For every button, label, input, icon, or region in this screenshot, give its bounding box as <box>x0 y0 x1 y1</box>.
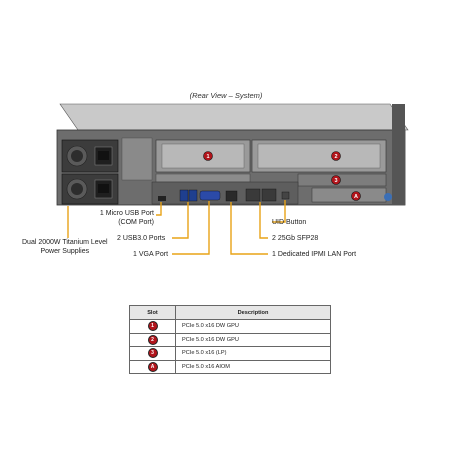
badge-slot-2: 2 <box>331 151 341 161</box>
rear-screw <box>384 193 392 201</box>
slot-column-header: Slot <box>129 305 176 320</box>
vga-port <box>199 190 221 201</box>
callout-line-micro-usb <box>156 202 162 216</box>
badge-slot-a: A <box>351 191 361 201</box>
usb-port-1 <box>179 189 189 202</box>
diagram-caption: (Rear View – System) <box>189 91 263 100</box>
badge-slot-a-label: A <box>354 194 358 200</box>
callout-line-ipmi <box>230 202 268 255</box>
power-supply-2 <box>61 173 119 205</box>
aiom-slot <box>311 187 387 203</box>
usb-port-2 <box>188 189 198 202</box>
callout-sfp: 2 25Gb SFP28 <box>272 235 319 242</box>
slot-description: PCIe 5.0 x16 AIOM <box>175 359 331 374</box>
sfp-port-2 <box>261 188 277 202</box>
power-supply-1 <box>61 139 119 173</box>
slot-badge: 2 <box>147 334 158 345</box>
callout-psu-line1: Dual 2000W Titanium Level <box>22 239 108 246</box>
table-row: 3 PCIe 5.0 x16 (LP) <box>129 346 331 361</box>
callout-micro-usb-line2: (COM Port) <box>118 219 154 226</box>
slot-table-header: Slot Description <box>129 305 331 320</box>
ipmi-lan-port <box>225 190 238 202</box>
chassis-right-edge <box>392 104 405 205</box>
table-row: A PCIe 5.0 x16 AIOM <box>129 359 331 374</box>
slot-description: PCIe 5.0 x16 (LP) <box>175 346 331 361</box>
vent-left <box>121 137 153 181</box>
pcie-slot-2 <box>251 139 387 173</box>
slot-description: PCIe 5.0 x16 DW GPU <box>175 319 331 334</box>
callout-line-uid <box>272 200 286 223</box>
callout-line-sfp <box>259 202 268 239</box>
pcie-slot-3 <box>297 173 387 187</box>
callout-lines <box>67 200 286 255</box>
slot-description: PCIe 5.0 x16 DW GPU <box>175 332 331 347</box>
uid-button <box>281 191 290 200</box>
callout-micro-usb: 1 Micro USB Port (COM Port) <box>92 209 154 227</box>
badge-slot-1: 1 <box>203 151 213 161</box>
slot-badge: 1 <box>147 321 158 332</box>
callout-psu: Dual 2000W Titanium Level Power Supplies <box>22 238 108 256</box>
callout-psu-line2: Power Supplies <box>40 248 90 255</box>
slot-badge: 3 <box>147 348 158 359</box>
badge-slot-3-label: 3 <box>334 178 337 184</box>
callout-vga: 1 VGA Port <box>133 251 169 258</box>
micro-usb-port <box>158 196 166 201</box>
io-panel <box>151 181 299 205</box>
chassis-top <box>59 103 409 131</box>
slot-table: Slot Description 1 PCIe 5.0 x16 DW GPU 2… <box>129 305 331 374</box>
callout-usb: 2 USB3.0 Ports <box>117 235 166 242</box>
callout-ipmi: 1 Dedicated IPMI LAN Port <box>272 251 357 258</box>
badge-slot-1-label: 1 <box>206 154 209 160</box>
slot-badge: A <box>147 361 158 372</box>
table-row: 2 PCIe 5.0 x16 DW GPU <box>129 332 331 347</box>
sfp-port-1 <box>245 188 261 202</box>
callout-micro-usb-line1: 1 Micro USB Port <box>99 210 154 217</box>
table-row: 1 PCIe 5.0 x16 DW GPU <box>129 319 331 334</box>
badge-slot-3: 3 <box>331 175 341 185</box>
description-column-header: Description <box>175 305 331 320</box>
callout-line-vga <box>172 201 210 255</box>
callout-line-usb <box>172 202 189 239</box>
pcie-slot-1 <box>155 139 251 183</box>
badge-slot-2-label: 2 <box>334 154 337 160</box>
callout-uid: UID Button <box>272 219 307 226</box>
